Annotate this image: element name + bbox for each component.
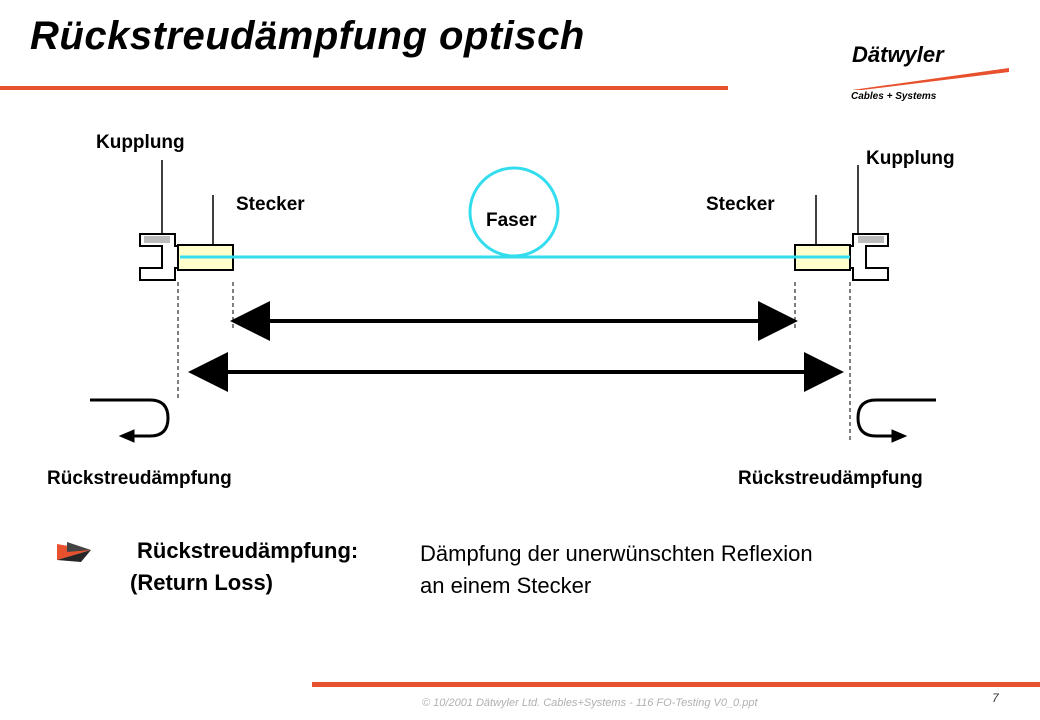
right-coupling	[817, 165, 889, 281]
rueckstreu-left-label: Rückstreudämpfung	[47, 468, 232, 489]
reference-lines	[177, 282, 851, 440]
title-underline	[0, 86, 728, 90]
company-logo: Dätwyler	[852, 42, 944, 67]
definition-term: Rückstreudämpfung:	[137, 538, 359, 563]
kupplung-left-label: Kupplung	[96, 132, 185, 153]
fiber	[180, 166, 850, 259]
slide-title: Rückstreudämpfung optisch	[30, 14, 585, 58]
definition-line-2: an einem Stecker	[420, 573, 592, 598]
logo-stripe	[852, 68, 1009, 90]
left-return-arrow	[90, 398, 170, 443]
bullet-arrow-icon	[57, 542, 91, 562]
kupplung-right-label: Kupplung	[866, 148, 955, 169]
left-coupling	[139, 160, 211, 281]
definition-term-english: (Return Loss)	[130, 570, 273, 595]
logo-tagline: Cables + Systems	[851, 91, 937, 102]
page-number: 7	[992, 691, 999, 705]
footer-copyright: © 10/2001 Dätwyler Ltd. Cables+Systems -…	[422, 697, 758, 709]
faser-label: Faser	[486, 210, 537, 231]
connector-diagram	[90, 160, 936, 443]
right-return-arrow	[856, 398, 936, 443]
rueckstreu-right-label: Rückstreudämpfung	[738, 468, 923, 489]
definition-line-1: Dämpfung der unerwünschten Reflexion	[420, 541, 813, 566]
left-connector	[177, 195, 234, 271]
footer-rule	[312, 682, 1040, 687]
stecker-left-label: Stecker	[236, 194, 305, 215]
definition-text: Dämpfung der unerwünschten Reflexion an …	[420, 538, 813, 602]
right-connector	[794, 195, 851, 271]
stecker-right-label: Stecker	[706, 194, 775, 215]
